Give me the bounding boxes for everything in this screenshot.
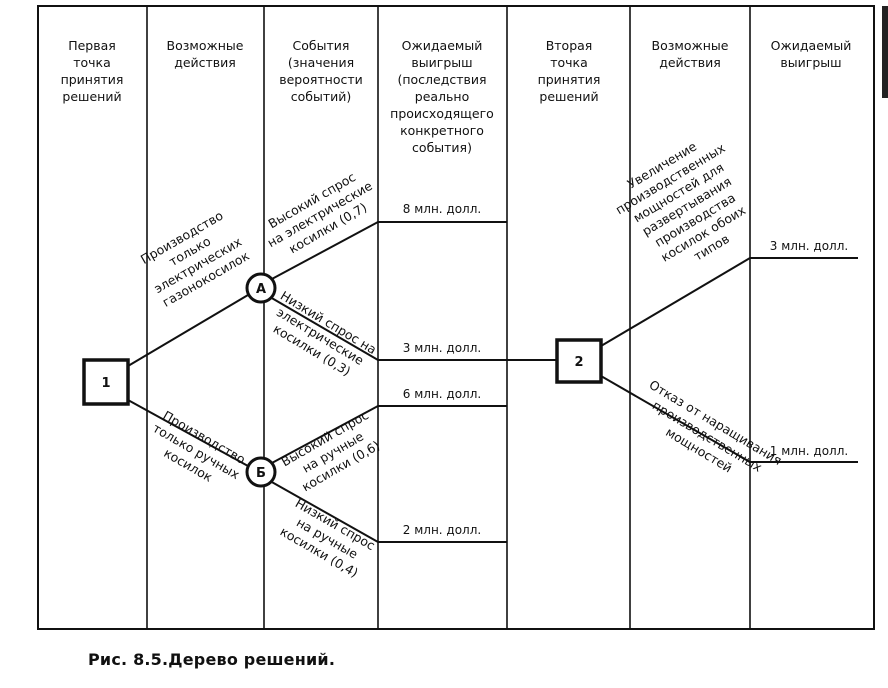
col-header-possible-actions-1: Возможные действия: [167, 38, 244, 70]
chance-node-a: А: [245, 272, 277, 304]
text-line: Возможные: [167, 38, 244, 53]
text-line: вероятности: [279, 72, 363, 87]
chance-node-b: Б: [245, 456, 277, 488]
text-line: принятия: [538, 72, 601, 87]
payoff-b-low: 2 млн. долл.: [403, 523, 481, 537]
label-a-high-demand: Высокий спросна электрическиекосилки (0,…: [257, 164, 383, 264]
label-b-high-demand: Высокий спросна ручныекосилки (0,6): [278, 407, 387, 497]
svg-text:Б: Б: [256, 466, 266, 481]
payoff-expand: 3 млн. долл.: [770, 239, 848, 253]
edge-1-to-a: [127, 294, 249, 367]
text-line: действия: [174, 55, 236, 70]
col-header-expected-payoff-2: Ожидаемый выигрыш: [771, 38, 852, 70]
edge-2-no-expand: [600, 375, 751, 463]
diagram-frame: [37, 5, 875, 630]
text-line: точка: [73, 55, 111, 70]
text-line: решений: [62, 89, 121, 104]
figure-number: Рис. 8.5.: [88, 650, 169, 669]
decision-node-1: 1: [82, 358, 130, 406]
edge-b-low: [269, 480, 379, 543]
figure-caption: Рис. 8.5.Дерево решений.: [88, 650, 335, 669]
text-line: событий): [291, 89, 352, 104]
edge-1-to-b: [127, 399, 249, 467]
payoff-b-high: 6 млн. долл.: [403, 387, 481, 401]
label-no-expand: Отказ от наращиванияпроизводственныхмощн…: [630, 377, 785, 496]
edge-b-high: [269, 405, 379, 465]
text-line: события): [412, 140, 472, 155]
text-line: решений: [539, 89, 598, 104]
text-line: происходящего: [390, 106, 494, 121]
text-line: Первая: [68, 38, 116, 53]
label-expand-capacity: Увеличениепроизводственныхмощностей дляр…: [605, 126, 769, 286]
text-line: конкретного: [400, 123, 484, 138]
payoff-no-expand: 1 млн. долл.: [770, 444, 848, 458]
svg-text:А: А: [256, 282, 266, 297]
payoff-a-low: 3 млн. долл.: [403, 341, 481, 355]
text-line: (последствия: [397, 72, 486, 87]
edge-a-low: [269, 296, 379, 361]
text-line: выигрыш: [411, 55, 472, 70]
text-line: выигрыш: [780, 55, 841, 70]
label-lower-action: Производствотолько ручныхкосилок: [142, 406, 250, 496]
col-header-expected-payoff-1: Ожидаемый выигрыш (последствия реально проис…: [390, 38, 494, 155]
text-line: События: [293, 38, 350, 53]
svg-text:1: 1: [101, 376, 110, 391]
text-line: точка: [550, 55, 588, 70]
text-line: действия: [659, 55, 721, 70]
edge-a-high: [269, 221, 379, 281]
label-upper-action: Производствотолькоэлектрическихгазонокос…: [135, 206, 252, 310]
payoff-a-high: 8 млн. долл.: [403, 202, 481, 216]
text-line: Возможные: [652, 38, 729, 53]
right-edge-strip: [882, 6, 888, 98]
edge-2-expand: [600, 257, 751, 347]
figure-title: Дерево решений.: [168, 650, 336, 669]
decision-node-2: 2: [555, 338, 603, 384]
svg-text:2: 2: [574, 355, 583, 370]
col-header-possible-actions-2: Возможные действия: [652, 38, 729, 70]
text-line: Ожидаемый: [771, 38, 852, 53]
col-header-events: События (значения вероятности событий): [279, 38, 363, 104]
col-header-second-decision-point: Вторая точка принятия решений: [538, 38, 601, 104]
text-line: принятия: [61, 72, 124, 87]
text-line: Ожидаемый: [402, 38, 483, 53]
text-line: Вторая: [546, 38, 593, 53]
text-line: реально: [415, 89, 469, 104]
col-header-first-decision-point: Первая точка принятия решений: [61, 38, 124, 104]
text-line: (значения: [288, 55, 354, 70]
label-b-low-demand: Низкий спросна ручныекосилки (0,4): [277, 495, 378, 580]
